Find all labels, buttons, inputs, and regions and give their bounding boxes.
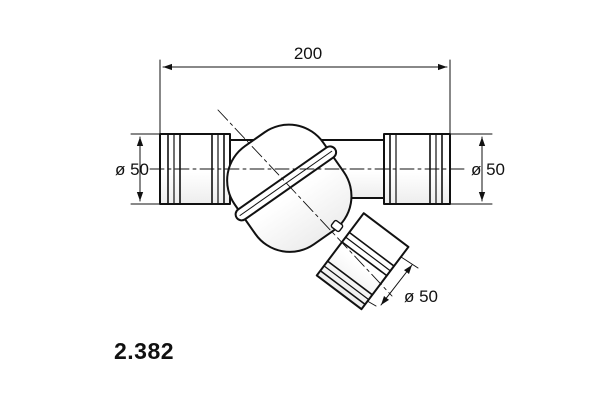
branch-socket [315, 212, 410, 311]
fitting-body [226, 123, 353, 253]
part-number: 2.382 [114, 338, 175, 364]
dimension-inlet-diameter [130, 133, 163, 205]
center-lines [149, 109, 466, 297]
inlet-diameter-label: ø 50 [115, 160, 149, 179]
dimension-outlet-diameter [447, 133, 493, 205]
overall-length-label: 200 [294, 44, 322, 63]
dimension-overall-length [159, 59, 451, 135]
branch-diameter-label: ø 50 [404, 287, 438, 306]
body-nubs [330, 219, 344, 233]
outlet-diameter-label: ø 50 [471, 160, 505, 179]
